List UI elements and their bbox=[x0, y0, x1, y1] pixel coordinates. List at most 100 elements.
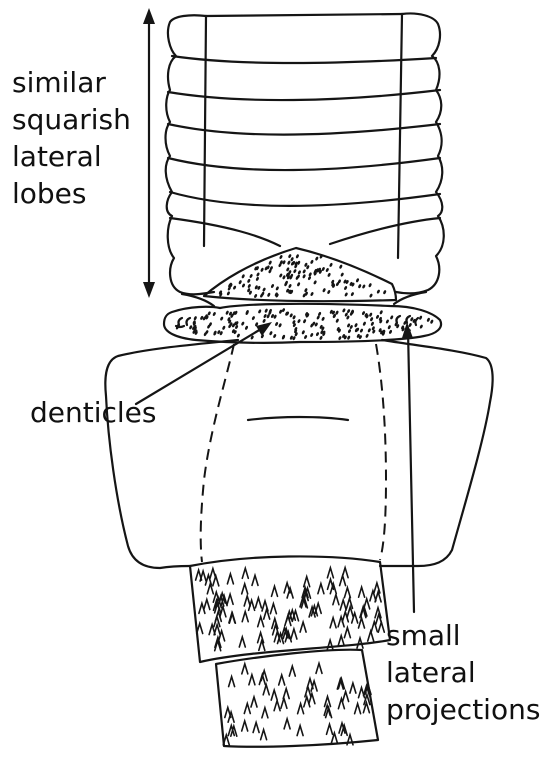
denticle-dot bbox=[354, 323, 358, 328]
denticle-dots-band bbox=[175, 308, 434, 341]
denticle-dot bbox=[275, 286, 279, 291]
denticle-dot bbox=[241, 274, 245, 279]
denticle-dot bbox=[212, 312, 216, 317]
denticle-dot bbox=[419, 315, 423, 320]
lower-block-2-outline bbox=[216, 650, 378, 747]
denticle-dot bbox=[315, 332, 319, 337]
denticle-dot bbox=[358, 284, 362, 289]
denticle-dot bbox=[316, 315, 320, 320]
denticle-mark bbox=[344, 628, 350, 638]
denticle-mark bbox=[258, 617, 264, 627]
denticle-dot bbox=[295, 254, 299, 259]
denticle-dot bbox=[278, 323, 282, 328]
denticles-label: denticles bbox=[30, 394, 157, 431]
denticle-dot bbox=[289, 313, 293, 318]
denticle-mark bbox=[255, 598, 261, 608]
denticle-mark bbox=[262, 708, 268, 718]
denticle-mark bbox=[252, 575, 258, 585]
denticle-mark bbox=[350, 683, 356, 693]
denticle-mark bbox=[344, 588, 350, 598]
denticle-mark bbox=[315, 603, 321, 613]
denticle-dot bbox=[318, 311, 322, 316]
denticle-mark bbox=[374, 583, 380, 593]
denticle-dots-upper bbox=[218, 254, 386, 299]
label-line: squarish bbox=[12, 101, 131, 138]
denticle-dot bbox=[325, 268, 329, 273]
denticle-mark bbox=[196, 570, 202, 580]
denticle-mark bbox=[359, 587, 365, 597]
left-projection-marks bbox=[176, 318, 190, 327]
denticle-dot bbox=[282, 275, 286, 280]
label-line: lobes bbox=[12, 175, 131, 212]
denticle-dot bbox=[262, 287, 266, 292]
denticle-dot bbox=[293, 269, 297, 274]
denticle-dot bbox=[355, 278, 359, 283]
denticle-mark bbox=[298, 704, 304, 714]
segment-line-1 bbox=[172, 56, 436, 63]
projections-pointer bbox=[408, 330, 414, 612]
denticle-dot bbox=[390, 315, 394, 320]
denticle-dot bbox=[275, 322, 279, 327]
denticle-dot bbox=[383, 290, 387, 295]
band-outline bbox=[164, 304, 441, 343]
denticle-dot bbox=[260, 267, 264, 272]
left-dashed-line bbox=[201, 344, 234, 562]
denticle-dot bbox=[225, 310, 229, 315]
denticle-dot bbox=[268, 260, 272, 265]
lateral-band bbox=[164, 304, 441, 343]
denticle-dot bbox=[350, 292, 354, 297]
denticle-mark bbox=[242, 612, 248, 622]
segment-line-2 bbox=[168, 90, 440, 100]
denticle-dot bbox=[251, 316, 255, 321]
denticle-dot bbox=[263, 314, 267, 319]
denticle-dot bbox=[310, 259, 314, 264]
denticle-mark bbox=[227, 574, 233, 584]
denticle-mark bbox=[258, 633, 264, 643]
denticle-dot bbox=[419, 324, 423, 329]
denticle-mark bbox=[261, 730, 267, 740]
denticle-mark bbox=[300, 622, 306, 632]
denticle-dot bbox=[387, 325, 391, 330]
denticle-dot bbox=[321, 316, 325, 321]
denticle-mark bbox=[342, 612, 348, 622]
denticle-mark bbox=[249, 675, 255, 685]
denticle-dot bbox=[368, 283, 372, 288]
denticle-mark bbox=[263, 685, 269, 695]
denticle-dot bbox=[226, 291, 230, 296]
denticle-dot bbox=[388, 329, 392, 334]
denticle-mark bbox=[316, 663, 322, 673]
denticle-mark bbox=[378, 622, 384, 632]
denticle-dot bbox=[297, 319, 301, 324]
denticle-dot bbox=[249, 274, 253, 279]
denticle-dot bbox=[347, 335, 351, 340]
denticle-dot bbox=[222, 325, 226, 330]
denticle-dot bbox=[313, 280, 317, 285]
denticle-dot bbox=[279, 309, 283, 314]
denticle-dot bbox=[193, 316, 197, 321]
denticle-dot bbox=[302, 274, 306, 279]
denticle-dot bbox=[376, 289, 380, 294]
denticle-mark bbox=[304, 577, 310, 587]
denticle-dot bbox=[273, 334, 277, 339]
denticle-dot bbox=[310, 292, 314, 297]
denticle-dot bbox=[322, 288, 326, 293]
denticle-mark bbox=[328, 579, 334, 589]
small-projections-label: small lateral projections bbox=[386, 617, 540, 728]
denticle-dot bbox=[379, 310, 383, 315]
denticle-dot bbox=[430, 319, 434, 324]
denticle-dot bbox=[279, 273, 283, 278]
denticle-dot bbox=[258, 309, 262, 314]
denticles-pointer bbox=[136, 326, 266, 404]
denticle-mark bbox=[370, 591, 376, 601]
denticle-dot bbox=[347, 329, 351, 334]
denticle-dot bbox=[344, 286, 348, 291]
denticle-dot bbox=[321, 267, 325, 272]
denticle-mark bbox=[327, 568, 333, 578]
denticle-dot bbox=[369, 312, 373, 317]
label-line: lateral bbox=[386, 654, 540, 691]
denticle-dot bbox=[220, 316, 224, 321]
denticle-dot bbox=[370, 321, 374, 326]
label-line: projections bbox=[386, 691, 540, 728]
denticle-mark bbox=[264, 609, 270, 619]
